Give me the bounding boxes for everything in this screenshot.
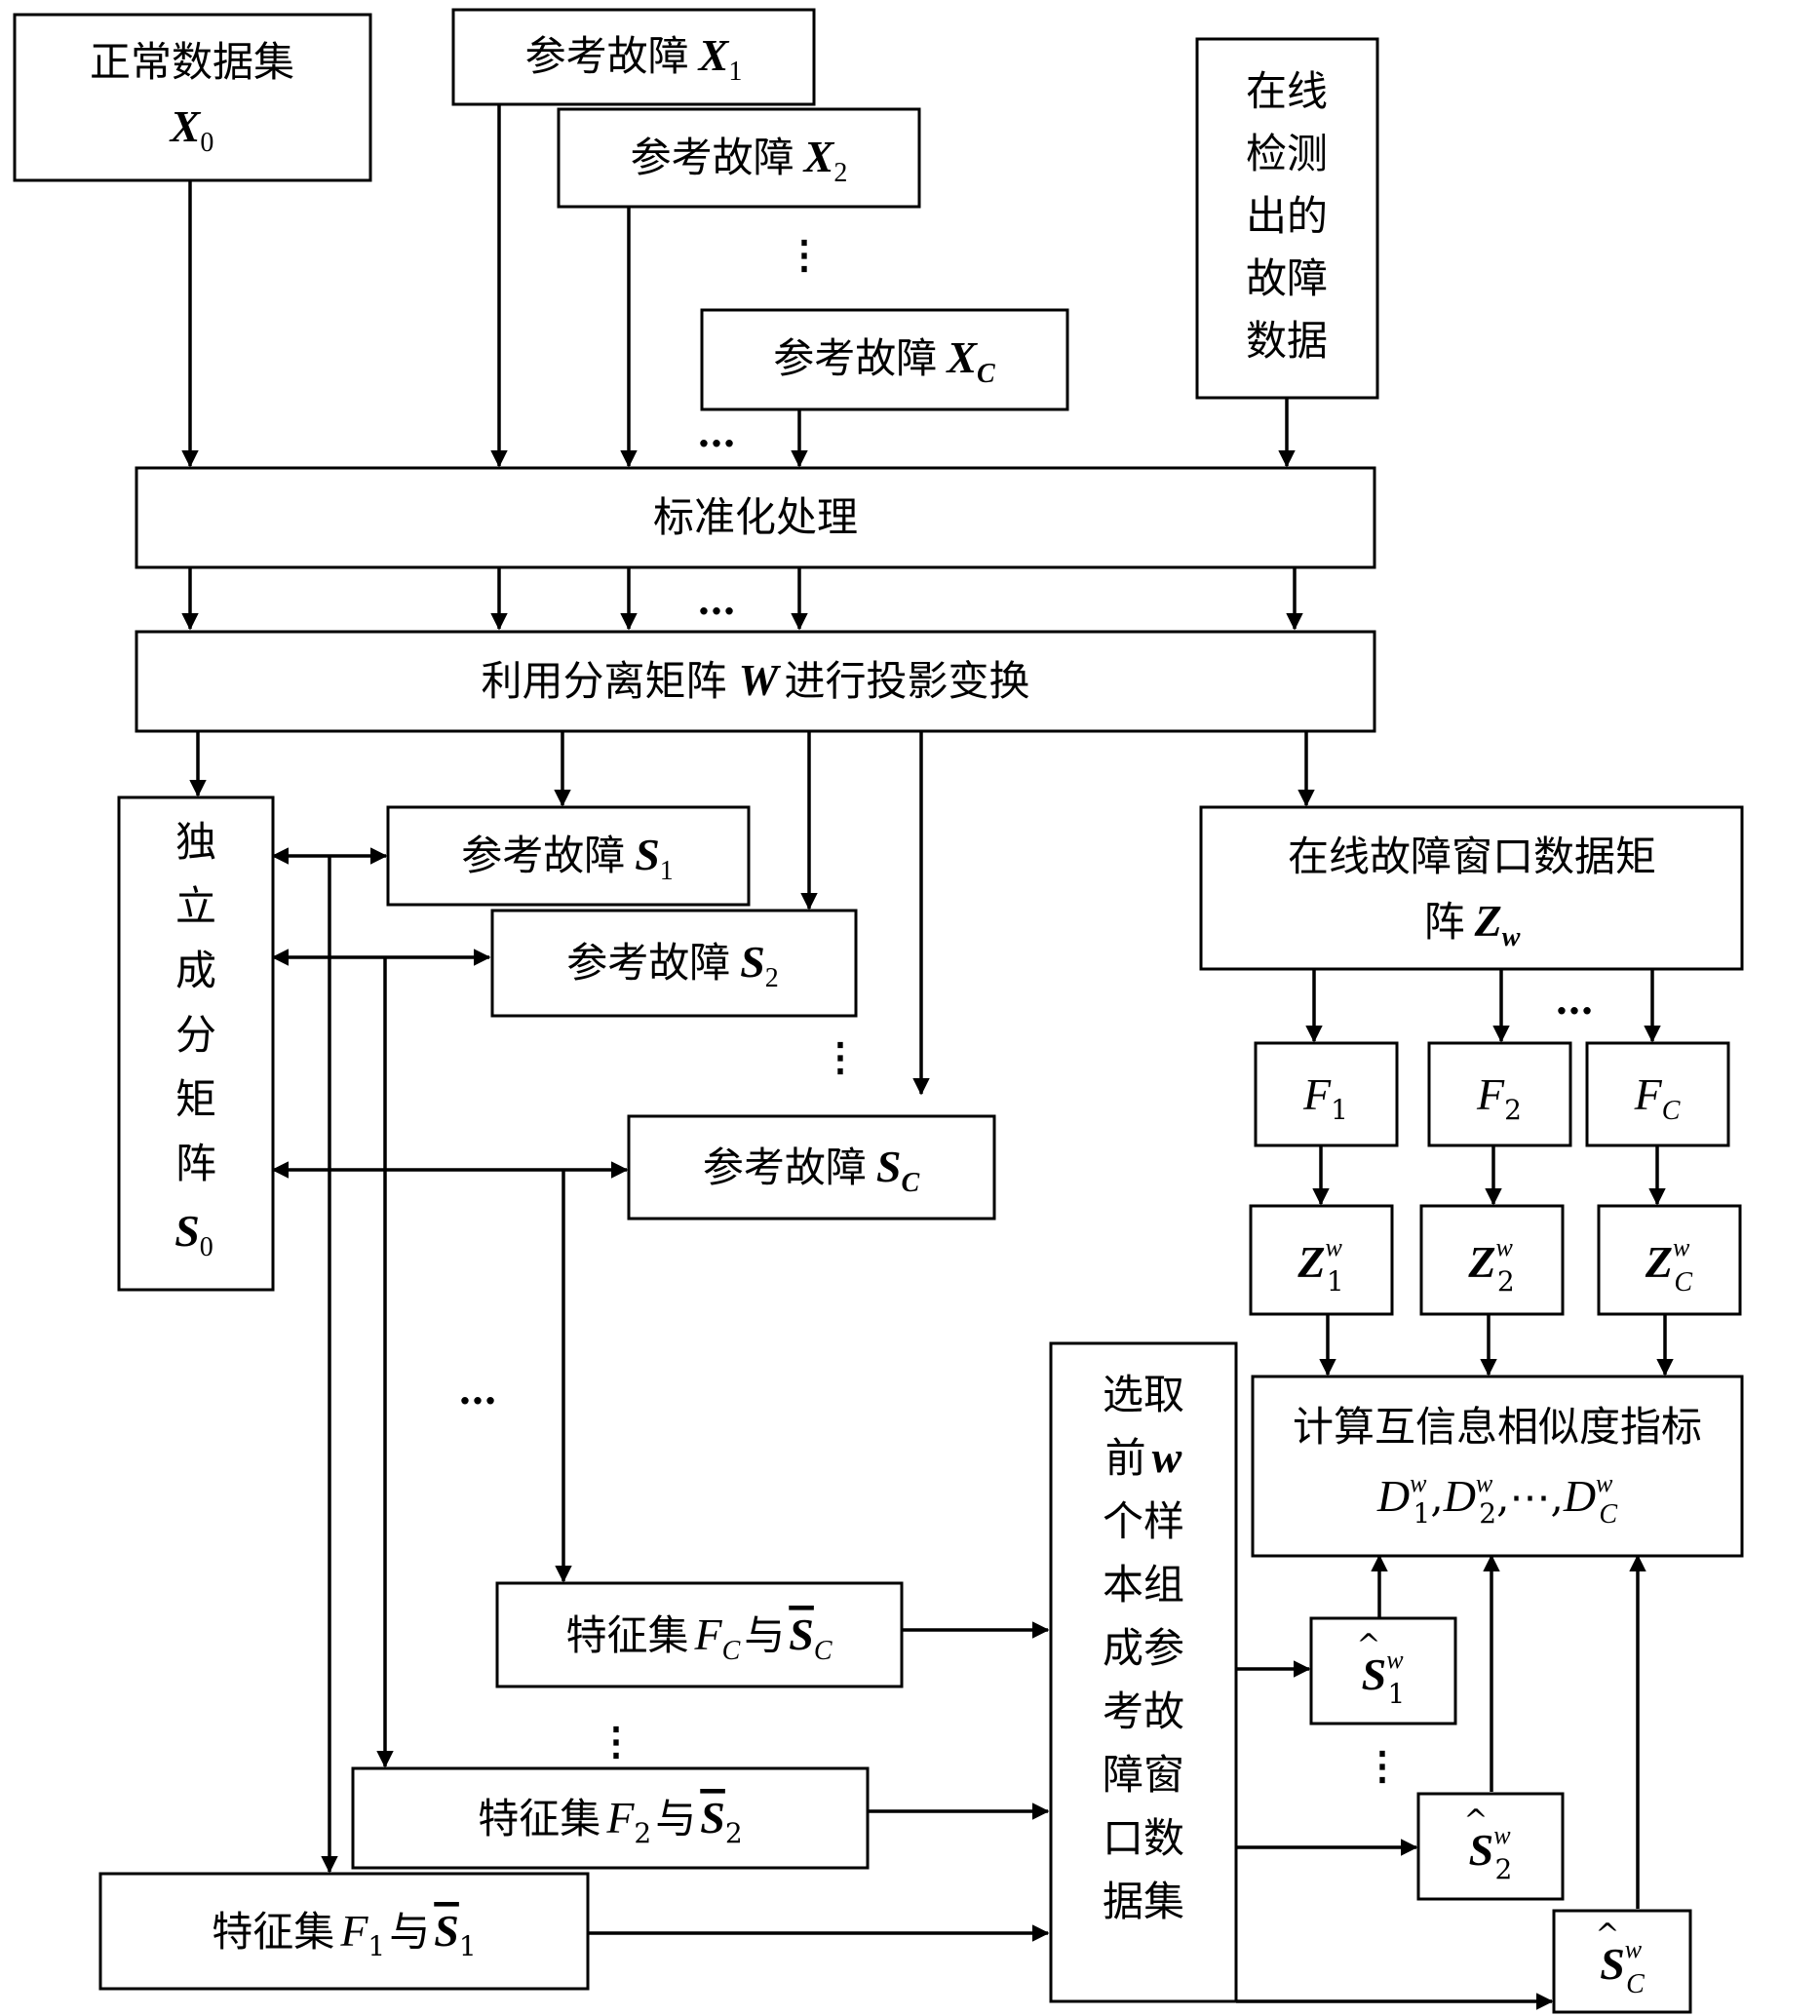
node-ic-matrix-s0: 独 立 成 分 矩 阵 S0 bbox=[119, 797, 273, 1290]
node-f1: F1 bbox=[1256, 1043, 1397, 1145]
ic-line-1: 独 bbox=[175, 818, 216, 866]
select-line-2: 前w bbox=[1105, 1432, 1182, 1482]
select-line-3: 个样 bbox=[1103, 1497, 1184, 1545]
node-feature-set-2: 特征集F2与S2 bbox=[353, 1768, 868, 1868]
online-line-2: 检测 bbox=[1246, 130, 1328, 177]
vertical-ellipsis-shat: ⋮ bbox=[1363, 1743, 1402, 1789]
select-line-7: 障窗 bbox=[1103, 1751, 1184, 1799]
node-normal-label: 正常数据集 bbox=[90, 38, 294, 86]
node-ref-fault-x1: 参考故障X1 bbox=[453, 10, 814, 104]
feat2-text: 特征集F2与S2 bbox=[478, 1793, 742, 1849]
node-zc-w: ZwC bbox=[1599, 1206, 1740, 1314]
ic-line-5: 矩 bbox=[175, 1075, 216, 1123]
online-line-1: 在线 bbox=[1246, 67, 1328, 115]
feat1-text: 特征集F1与S1 bbox=[212, 1906, 476, 1962]
ellipsis-feature-branches: … bbox=[458, 1368, 497, 1414]
online-line-5: 数据 bbox=[1246, 317, 1328, 365]
node-feature-set-c: 特征集FC与SC bbox=[497, 1583, 902, 1686]
node-select-window-dataset: 选取 前w 个样 本组 成参 考故 障窗 口数 据集 bbox=[1051, 1343, 1236, 2001]
vertical-ellipsis-refx: ⋮ bbox=[785, 232, 824, 278]
vertical-ellipsis-features: ⋮ bbox=[597, 1719, 636, 1764]
node-ref-sc-text: 参考故障SC bbox=[703, 1142, 920, 1198]
select-line-5: 成参 bbox=[1103, 1624, 1184, 1672]
mi-label: 计算互信息相似度指标 bbox=[1293, 1403, 1702, 1451]
node-ref-fault-s1: 参考故障S1 bbox=[388, 807, 749, 905]
node-f2: F2 bbox=[1429, 1043, 1570, 1145]
node-ref-s2-text: 参考故障S2 bbox=[566, 937, 779, 993]
node-ref-x1-text: 参考故障X1 bbox=[525, 30, 743, 87]
node-ref-fault-x2: 参考故障X2 bbox=[559, 109, 919, 207]
node-z2-w: Zw2 bbox=[1421, 1206, 1563, 1314]
node-shat-c-w: SwC ^ bbox=[1554, 1911, 1690, 2012]
node-ref-x2-text: 参考故障X2 bbox=[631, 132, 848, 188]
featc-text: 特征集FC与SC bbox=[565, 1609, 832, 1666]
node-shat-1-w: Sw1 ^ bbox=[1311, 1618, 1455, 1724]
node-ref-fault-s2: 参考故障S2 bbox=[492, 911, 856, 1016]
ellipsis-below-standardize: … bbox=[697, 578, 736, 624]
node-online-detected-data: 在线 检测 出的 故障 数据 bbox=[1197, 39, 1377, 398]
ic-line-3: 成 bbox=[175, 947, 216, 994]
hat-accent-c: ^ bbox=[1595, 1918, 1619, 1952]
node-projection-text: 利用分离矩阵W进行投影变换 bbox=[482, 655, 1030, 705]
node-shat-2-w: Sw2 ^ bbox=[1418, 1794, 1563, 1899]
node-ref-s1-text: 参考故障S1 bbox=[461, 830, 674, 886]
node-standardize-label: 标准化处理 bbox=[653, 493, 858, 541]
select-line-6: 考故 bbox=[1103, 1687, 1184, 1735]
ic-line-4: 分 bbox=[175, 1011, 216, 1059]
mi-formula: Dw1,Dw2,⋯,DwC bbox=[1376, 1469, 1617, 1530]
select-line-8: 口数 bbox=[1103, 1814, 1184, 1862]
node-ref-fault-xc: 参考故障XC bbox=[702, 310, 1067, 409]
select-line-1: 选取 bbox=[1103, 1371, 1184, 1418]
select-line-9: 据集 bbox=[1103, 1878, 1184, 1925]
node-z1-w: Zw1 bbox=[1251, 1206, 1392, 1314]
node-online-window-matrix: 在线故障窗口数据矩 阵Zw bbox=[1201, 807, 1742, 969]
node-normal-dataset: 正常数据集 X0 bbox=[15, 15, 370, 180]
online-line-4: 故障 bbox=[1246, 254, 1328, 302]
ic-line-2: 立 bbox=[175, 882, 216, 930]
hat-accent-2: ^ bbox=[1463, 1803, 1488, 1838]
node-ref-xc-text: 参考故障XC bbox=[773, 332, 995, 389]
node-standardize: 标准化处理 bbox=[136, 468, 1375, 567]
node-mutual-info-index: 计算互信息相似度指标 Dw1,Dw2,⋯,DwC bbox=[1253, 1376, 1742, 1556]
node-ref-fault-sc: 参考故障SC bbox=[629, 1116, 994, 1219]
vertical-ellipsis-refs: ⋮ bbox=[821, 1034, 860, 1080]
ic-line-6: 阵 bbox=[175, 1140, 216, 1187]
node-projection: 利用分离矩阵W进行投影变换 bbox=[136, 632, 1375, 731]
node-feature-set-1: 特征集F1与S1 bbox=[100, 1874, 588, 1989]
node-fc: FC bbox=[1587, 1043, 1728, 1145]
select-line-4: 本组 bbox=[1103, 1561, 1184, 1609]
ellipsis-above-standardize: … bbox=[697, 410, 736, 456]
online-line-3: 出的 bbox=[1246, 192, 1328, 240]
window-line-1: 在线故障窗口数据矩 bbox=[1288, 833, 1656, 880]
hat-accent-1: ^ bbox=[1356, 1628, 1380, 1662]
ellipsis-window-branches: … bbox=[1555, 978, 1594, 1024]
